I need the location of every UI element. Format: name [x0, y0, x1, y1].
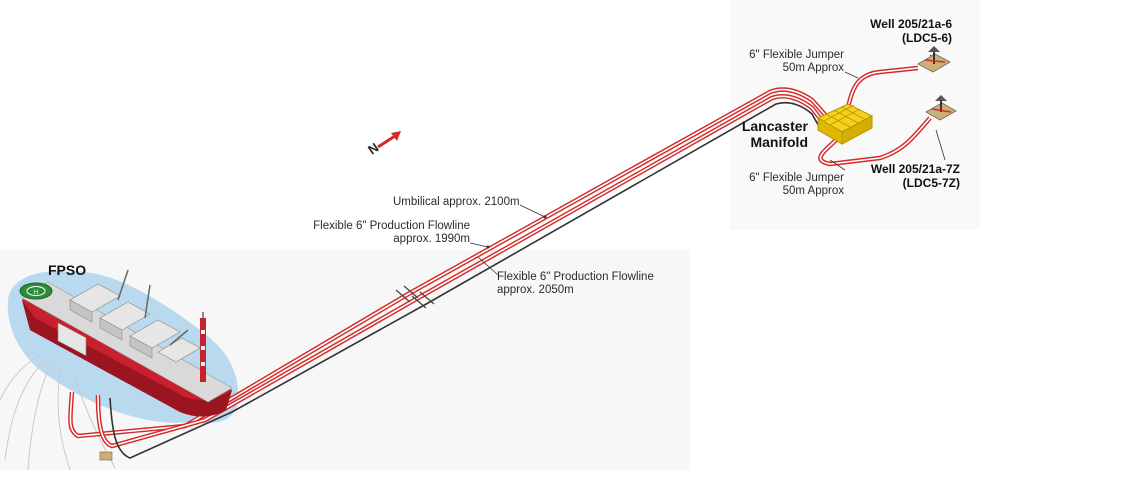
- well-b-label: Well 205/21a-7Z (LDC5-7Z): [840, 162, 960, 191]
- well-a-label-line2: (LDC5-6): [902, 30, 952, 45]
- jumper-bottom-label: 6" Flexible Jumper 50m Approx: [720, 172, 844, 198]
- umbilical-line: [109, 101, 823, 459]
- lancaster-manifold: [816, 103, 874, 145]
- flowline-a: [68, 87, 830, 439]
- flowline-b-label-line1: Flexible 6" Production Flowline: [497, 271, 654, 283]
- well-b-label-line2: (LDC5-7Z): [902, 175, 960, 190]
- wellhead-b: [925, 95, 957, 121]
- flowline-a-label-line2: approx. 1990m: [393, 233, 470, 246]
- flowline-a-label: Flexible 6" Production Flowline approx. …: [300, 220, 470, 246]
- flare-tower: [200, 312, 206, 382]
- helideck: H: [19, 282, 53, 300]
- flowline-b-label-line2: approx. 2050m: [497, 284, 574, 297]
- well-b-label-line1: Well 205/21a-7Z: [870, 162, 960, 176]
- north-label: N: [365, 140, 381, 158]
- flowline-b-label: Flexible 6" Production Flowline approx. …: [497, 271, 654, 297]
- manifold-label: Lancaster Manifold: [728, 118, 808, 150]
- fpso-label: FPSO: [48, 262, 87, 278]
- jumper-bottom-label-line1: 6" Flexible Jumper: [749, 172, 844, 184]
- well-a-label: Well 205/21a-6 (LDC5-6): [820, 17, 952, 46]
- line-break-marker: [395, 285, 435, 309]
- manifold-label-line1: Lancaster: [741, 118, 808, 134]
- jumper-bottom-label-line2: 50m Approx: [782, 185, 844, 198]
- well-a-label-line1: Well 205/21a-6: [870, 17, 952, 31]
- jumper-bottom: [818, 116, 932, 167]
- jumper-top-label-line1: 6" Flexible Jumper: [749, 49, 844, 61]
- north-arrow: N: [365, 131, 401, 157]
- wellhead-a: [917, 46, 951, 73]
- manifold-label-line2: Manifold: [750, 134, 808, 151]
- jumper-top-label-line2: 50m Approx: [782, 62, 844, 75]
- fpso-vessel: H: [19, 269, 233, 417]
- svg-text:H: H: [34, 290, 38, 296]
- jumper-top-label: 6" Flexible Jumper 50m Approx: [720, 49, 844, 75]
- jumper-top: [845, 65, 919, 109]
- anchor-base: [99, 451, 113, 461]
- umbilical-label: Umbilical approx. 2100m: [393, 196, 520, 208]
- flowline-a-label-line1: Flexible 6" Production Flowline: [313, 220, 470, 232]
